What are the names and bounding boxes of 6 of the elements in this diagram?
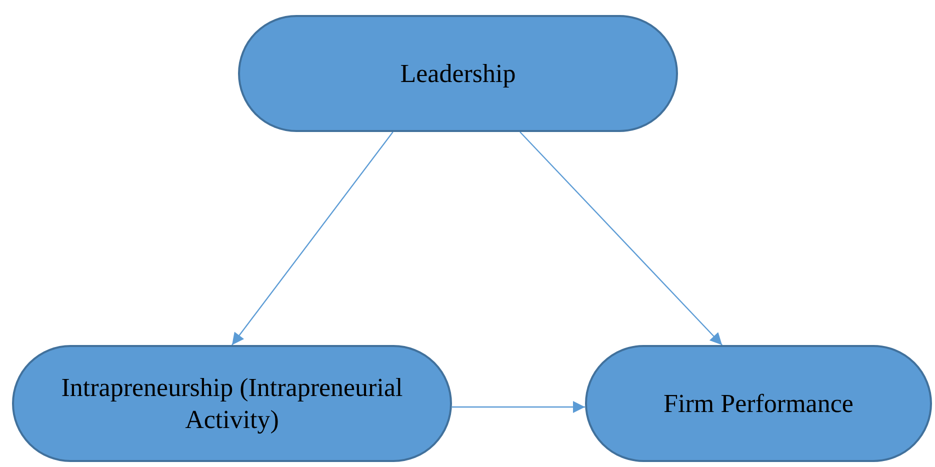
node-label: Leadership [400, 58, 516, 90]
arrow [452, 401, 585, 413]
node-label: Firm Performance [664, 388, 854, 420]
arrow [232, 132, 394, 346]
node-label: Intrapreneurship (Intrapreneurial Activity) [60, 372, 404, 435]
arrow [520, 132, 722, 346]
